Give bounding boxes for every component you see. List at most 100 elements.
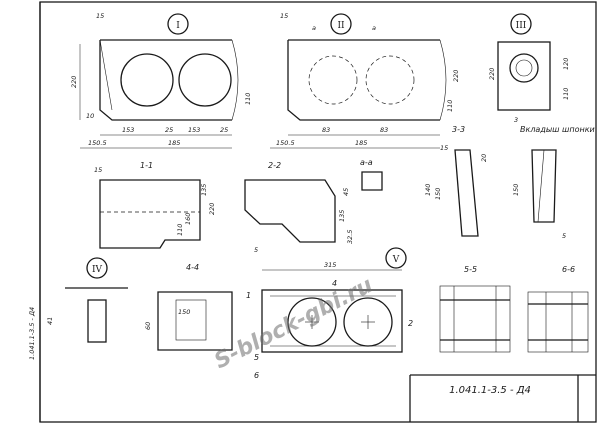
view-1-outline — [99, 39, 232, 121]
view-2-dim-83b: 83 — [380, 126, 388, 134]
view-1-dim-153a: 153 — [122, 126, 134, 134]
section-3-3-dim-140: 140 — [424, 184, 432, 196]
elevation-5-outline — [261, 289, 403, 353]
view-1-dim-15: 15 — [96, 12, 104, 20]
section-2-2-outline — [244, 179, 336, 243]
section-1-1-title: 1-1 — [140, 161, 153, 170]
view-2-dim-a1: a — [312, 24, 316, 32]
view-3: III 220 120 110 3 — [488, 13, 570, 124]
view-3-dim-220: 220 — [488, 68, 496, 80]
section-2-2: 2-2 45 135 32.5 5 — [244, 161, 354, 254]
detail-4-dim-41: 41 — [46, 317, 54, 325]
elevation-5-dim-315: 315 — [324, 261, 336, 269]
view-1: I 220 15 153 25 153 25 150.5 185 10 110 — [70, 12, 252, 149]
section-1-1-dim-15: 15 — [94, 166, 102, 174]
view-1-dim-185: 185 — [168, 139, 180, 147]
view-2-break — [439, 39, 447, 121]
view-1-dim-153b: 153 — [188, 126, 200, 134]
view-3-void — [509, 53, 539, 83]
view-2-void-a — [308, 55, 358, 105]
key-insert-outline — [531, 149, 557, 223]
view-1-dim-110: 110 — [244, 93, 252, 105]
view-3-void-inner — [515, 59, 533, 77]
view-3-marker-label: III — [516, 21, 527, 31]
view-1-dim-25a: 25 — [165, 126, 173, 134]
key-insert-dim-5: 5 — [562, 232, 566, 240]
section-2-2-dim-32-5: 32.5 — [346, 230, 354, 244]
view-1-dim-10: 10 — [86, 112, 94, 120]
elevation-5-marker-label: V — [392, 255, 400, 265]
section-3-3-dim-20: 20 — [480, 154, 488, 162]
view-2-dim-150-5: 150.5 — [276, 139, 295, 147]
section-5-5-cage — [439, 285, 511, 353]
section-4-4-title: 4-4 — [186, 263, 199, 272]
section-6-6: 6-6 — [527, 265, 589, 353]
view-3-dim-3: 3 — [514, 116, 518, 124]
elevation-5-marker — [385, 247, 407, 269]
view-2-dim-185: 185 — [355, 139, 367, 147]
side-stamp-text: 1.041.1-3.5 - Д4 — [28, 307, 36, 360]
section-4-4-dim-60: 60 — [144, 322, 152, 330]
view-3-outline — [497, 41, 551, 111]
view-1-dim-150-5: 150.5 — [88, 139, 107, 147]
view-1-dim-220: 220 — [70, 76, 78, 88]
key-insert-inner — [537, 149, 545, 223]
sheet-designation: 1.041.1-3.5 - Д4 — [449, 385, 531, 396]
elevation-5-label-6: 6 — [254, 371, 259, 380]
section-4-4-dim-150: 150 — [178, 308, 190, 316]
view-2-dim-15: 15 — [280, 12, 288, 20]
section-3-3-inner — [454, 149, 463, 237]
section-1-1-dim-135: 135 — [200, 184, 208, 196]
view-2-dim-a2: a — [372, 24, 376, 32]
section-5-5: 5-5 — [439, 265, 511, 353]
section-2-2-dim-135: 135 — [338, 210, 346, 222]
view-1-break — [231, 39, 239, 121]
elevation-5-label-1: 1 — [246, 291, 251, 300]
view-1-void-b — [178, 53, 232, 107]
section-1-1-dim-220: 220 — [208, 203, 216, 215]
view-3-marker — [510, 13, 532, 35]
section-2-2-dim-5: 5 — [254, 246, 258, 254]
view-1-marker — [167, 13, 189, 35]
key-insert-dim-150: 150 — [512, 184, 520, 196]
section-6-6-title: 6-6 — [562, 265, 575, 274]
view-3-dim-120: 120 — [562, 58, 570, 70]
view-2-dim-220: 220 — [452, 70, 460, 82]
watermark: S-block-gbi.ru — [211, 273, 377, 374]
section-6-6-cage — [527, 291, 589, 353]
view-2-dim-83a: 83 — [322, 126, 330, 134]
key-insert-title: Вкладыш шпонки — [520, 125, 595, 134]
detail-4-marker — [86, 257, 108, 279]
view-2: II a a 83 83 150.5 185 15 220 110 — [270, 12, 460, 149]
section-5-5-title: 5-5 — [464, 265, 477, 274]
detail-4-marker-label: IV — [92, 265, 103, 275]
elevation-5-label-2: 2 — [408, 319, 413, 328]
view-2-marker — [330, 13, 352, 35]
elevation-5-label-4: 4 — [332, 279, 337, 288]
view-1-dim-25b: 25 — [220, 126, 228, 134]
section-2-2-dim-45: 45 — [342, 188, 350, 196]
view-2-outline — [287, 39, 440, 121]
detail-4: IV 41 — [46, 257, 128, 343]
section-a-a-title: a-a — [360, 158, 373, 167]
section-a-a: a-a — [360, 158, 383, 191]
section-1-1-outline — [99, 179, 201, 249]
section-3-3: 3-3 150 140 15 20 — [424, 125, 488, 237]
elevation-5: V 315 1 2 4 5 6 — [246, 247, 413, 380]
section-4-4: 4-4 60 150 — [144, 263, 233, 351]
view-2-void-b — [365, 55, 415, 105]
section-4-4-core — [175, 299, 207, 341]
section-3-3-title: 3-3 — [452, 125, 465, 134]
view-1-marker-label: I — [176, 21, 180, 31]
view-1-void-a — [120, 53, 174, 107]
section-3-3-dim-15: 15 — [440, 144, 448, 152]
detail-4-slot — [87, 299, 107, 343]
key-insert: Вкладыш шпонки 150 5 — [512, 125, 595, 240]
section-a-a-outline — [361, 171, 383, 191]
section-1-1-dim-160: 160 — [184, 213, 192, 225]
section-2-2-title: 2-2 — [268, 161, 281, 170]
section-1-1-dim-110: 110 — [176, 224, 184, 236]
view-3-dim-110: 110 — [562, 88, 570, 100]
